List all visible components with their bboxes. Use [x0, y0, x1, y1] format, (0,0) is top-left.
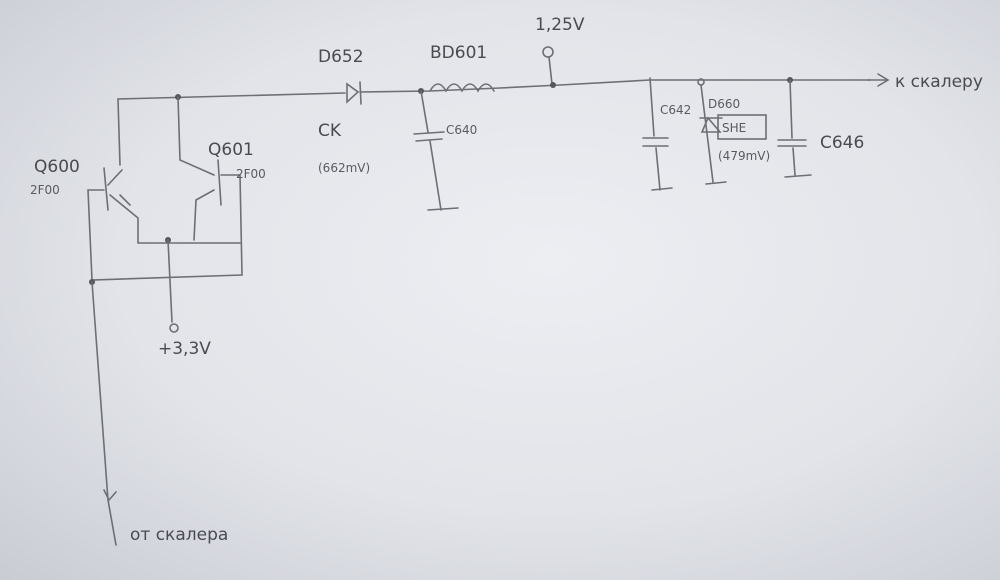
supply-terminal — [169, 323, 179, 333]
base-wire — [87, 189, 243, 281]
d660-ref: D660 — [708, 97, 740, 111]
supply-wire — [167, 239, 173, 323]
zener-d660-symbol — [699, 84, 727, 185]
q601-marking: 2F00 — [236, 167, 266, 181]
output-arrow — [867, 73, 890, 87]
d652-ref: D652 — [318, 47, 364, 67]
c646-ref: C646 — [820, 133, 864, 153]
c642-ref: C642 — [660, 103, 691, 117]
d652-voltage: (662mV) — [318, 161, 370, 175]
capacitor-c646-symbol — [777, 79, 812, 178]
d660-voltage: (479mV) — [718, 149, 770, 163]
capacitor-c642-symbol — [642, 77, 673, 191]
marking-box — [717, 114, 767, 140]
input-wire — [91, 281, 117, 546]
inductor-bd601-symbol — [429, 83, 495, 93]
test-point-symbol — [542, 46, 554, 58]
diode-d652-symbol — [346, 81, 362, 105]
supply-label: +3,3V — [158, 339, 211, 359]
d660-marking: SHE — [722, 121, 746, 135]
transistor-q600-symbol — [103, 98, 241, 244]
c640-ref: C640 — [446, 123, 477, 137]
bd601-ref: BD601 — [430, 43, 487, 63]
q600-marking: 2F00 — [30, 183, 60, 197]
test-point-wire — [548, 56, 553, 85]
input-label: от скалера — [130, 525, 228, 545]
q600-ref: Q600 — [34, 157, 80, 177]
capacitor-c640-symbol — [413, 90, 459, 211]
output-label: к скалеру — [895, 72, 983, 92]
d652-marking: CK — [318, 121, 342, 141]
test-point-voltage: 1,25V — [535, 15, 585, 35]
junction-dot — [550, 82, 556, 88]
q601-ref: Q601 — [208, 140, 254, 160]
transistor-q601-symbol — [177, 96, 243, 276]
